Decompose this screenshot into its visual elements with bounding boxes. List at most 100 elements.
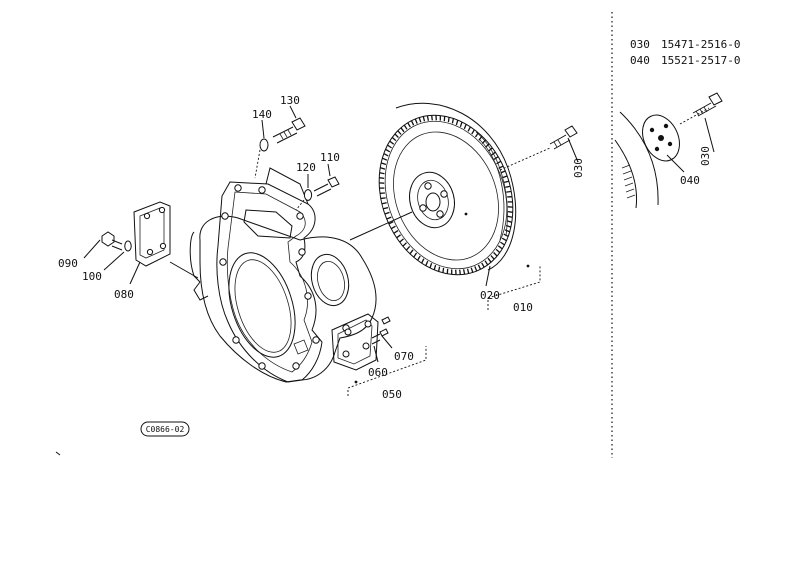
gear-tooth (506, 220, 512, 223)
gear-tooth (379, 172, 385, 175)
bolt-130 (291, 117, 306, 131)
gear-tooth (379, 177, 385, 180)
callout-010: 010 (513, 301, 533, 314)
pin-070-head (381, 316, 391, 325)
gear-tooth (459, 121, 463, 128)
bolt-110 (327, 176, 340, 188)
cover-plate-body (331, 313, 379, 371)
leader-130 (289, 105, 297, 119)
gear-tooth (407, 122, 411, 128)
top-bolts (254, 105, 340, 211)
gear-tooth (417, 255, 421, 261)
callout-090: 090 (58, 257, 78, 270)
gear-tooth (421, 258, 425, 264)
gear-tooth (467, 126, 471, 132)
housing-top-window (243, 209, 293, 239)
drawing-code: C0866-02 (146, 425, 185, 434)
gear-tooth (474, 266, 478, 272)
left-plate-group (83, 201, 199, 285)
gear-tooth (487, 257, 492, 263)
gear-tooth (409, 249, 414, 255)
gear-tooth (470, 267, 474, 273)
table-row-1-part-no: 15471-2516-0 (661, 38, 740, 51)
gear-tooth (380, 167, 386, 170)
flywheel-face (393, 131, 499, 261)
detail-flywheel-edge (619, 111, 659, 206)
callout-020: 020 (480, 289, 500, 302)
gear-tooth (391, 136, 397, 142)
housing-front-face (216, 181, 323, 383)
gear-tooth (393, 230, 399, 234)
washer-120 (303, 189, 313, 201)
bracket-050 (347, 346, 427, 396)
gear-tooth (502, 175, 508, 179)
gear-tooth (387, 144, 392, 149)
leader-030 (567, 137, 579, 163)
gear-tooth (380, 197, 386, 200)
gear-tooth (490, 255, 495, 260)
gear-tooth (380, 162, 387, 166)
flywheel-center-bore (425, 192, 441, 212)
housing-main-bore (228, 252, 296, 358)
gear-tooth (442, 267, 445, 273)
gear-tooth (431, 115, 433, 121)
gear-tooth (388, 221, 394, 225)
gear-tooth (507, 210, 513, 213)
gear-tooth (425, 260, 429, 266)
housing-starter-opening (310, 253, 350, 307)
gear-tooth (463, 124, 467, 130)
table-row-2-part-no: 15521-2517-0 (661, 54, 740, 67)
gear-tooth (447, 117, 450, 123)
housing-bolt-holes (219, 184, 350, 370)
gear-tooth (426, 115, 430, 121)
leader-090 (83, 239, 101, 259)
housing-inner-rim (226, 191, 313, 373)
gear-tooth (422, 116, 426, 122)
housing-bottom-lug (193, 281, 209, 301)
bolt-030 (564, 125, 578, 138)
gear-tooth (397, 130, 402, 135)
gear-tooth (505, 185, 511, 188)
leader-060 (373, 345, 379, 363)
callout-100: 100 (82, 270, 102, 283)
plate-to-housing-line (169, 261, 199, 279)
gear-tooth (493, 156, 499, 160)
housing-main-bore-inner (234, 259, 292, 353)
callout-060: 060 (368, 366, 388, 379)
gear-tooth (507, 215, 513, 218)
bracket-010 (487, 266, 541, 310)
gear-tooth (506, 190, 512, 193)
callout-130: 130 (280, 94, 300, 107)
gear-tooth (500, 241, 505, 246)
gear-tooth (493, 252, 498, 257)
table-row-2-ref: 040 (630, 54, 650, 67)
leader-070 (381, 335, 393, 349)
pin-070 (379, 328, 389, 337)
callout-120: 120 (296, 161, 316, 174)
gear-tooth (451, 118, 455, 124)
gear-tooth (384, 211, 390, 215)
leader-100 (103, 251, 125, 271)
gear-tooth (433, 264, 437, 271)
gear-tooth (403, 124, 408, 130)
detail-callout-040: 040 (680, 174, 700, 187)
gear-tooth (429, 262, 433, 269)
gear-tooth (414, 118, 418, 124)
left-plate-080 (133, 201, 171, 267)
bolt-090 (101, 231, 115, 247)
gear-tooth (437, 266, 441, 272)
gear-tooth (503, 180, 509, 184)
gear-tooth (471, 129, 475, 135)
gear-tooth (390, 225, 396, 230)
detail-callout-030: 030 (699, 146, 712, 166)
gear-tooth (462, 269, 466, 275)
housing-back-body (199, 215, 377, 383)
detail-bolt (692, 92, 723, 117)
gear-tooth (381, 202, 387, 205)
parts-table: 030 15471-2516-0 040 15521-2517-0 (630, 38, 740, 67)
gear-tooth (501, 237, 507, 242)
gear-tooth (484, 260, 489, 266)
callout-labels: 010 020 030 050 060 070 080 090 100 110 … (58, 94, 585, 401)
callout-140: 140 (252, 108, 272, 121)
